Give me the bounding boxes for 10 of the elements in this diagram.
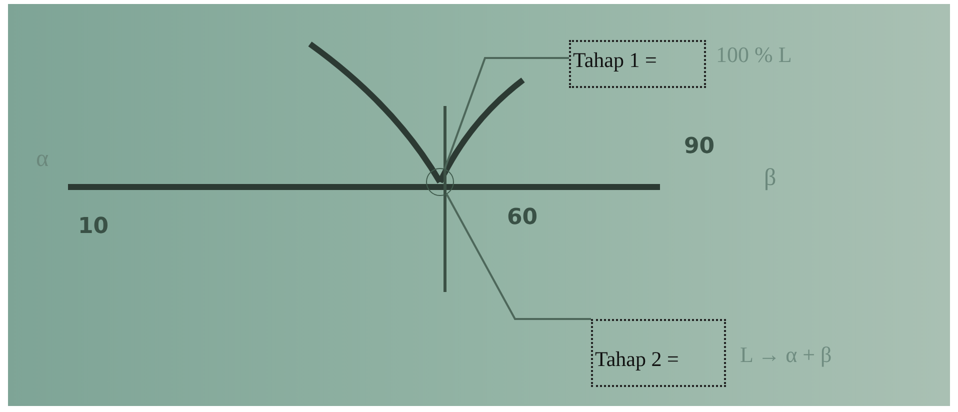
text-box	[569, 40, 706, 88]
axis-value: 10	[78, 214, 109, 239]
axis-value: 90	[684, 134, 715, 159]
eutectic-point-circle	[426, 168, 454, 196]
text-box	[591, 319, 726, 387]
axis-value: 60	[507, 205, 538, 230]
stage-label: Tahap 2 =	[595, 347, 679, 371]
stage-label: Tahap 1 =	[573, 48, 657, 72]
leader-line	[446, 194, 591, 320]
leader-line	[444, 57, 569, 170]
